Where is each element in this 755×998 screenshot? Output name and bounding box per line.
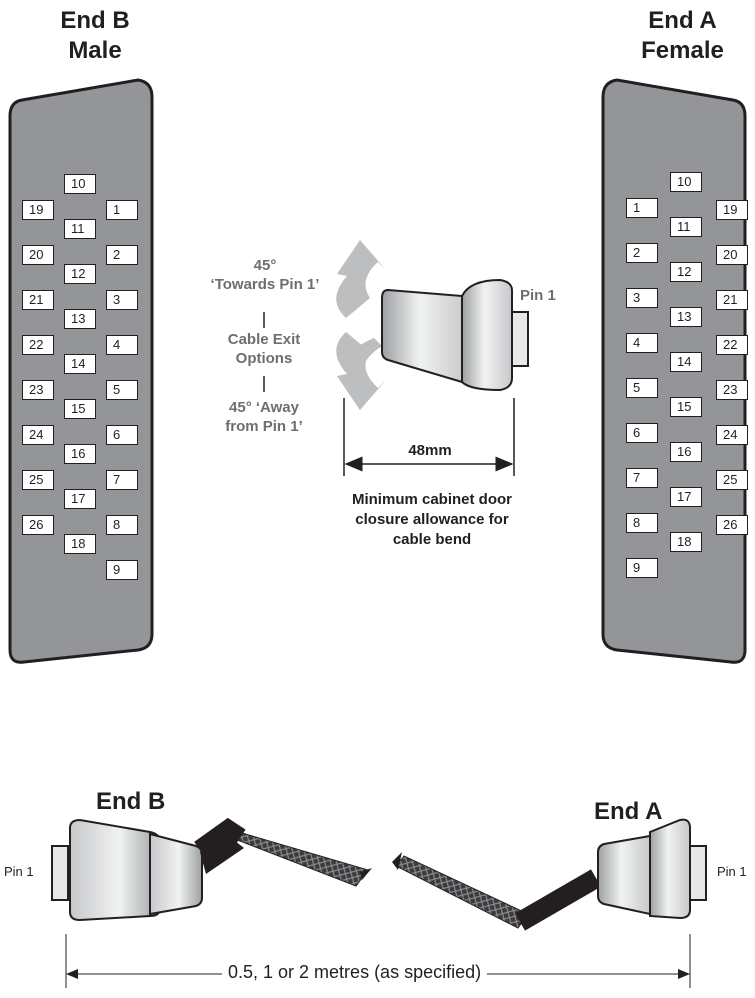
end-b-pin-1: 1 (106, 200, 138, 220)
end-a-title-line1: End A (648, 7, 717, 34)
end-b-pin-11: 11 (64, 219, 96, 239)
end-a-pin-22: 22 (716, 335, 748, 355)
end-b-pin-9: 9 (106, 560, 138, 580)
end-a-pin-13: 13 (670, 307, 702, 327)
end-b-pin-17: 17 (64, 489, 96, 509)
end-a-pin-24: 24 (716, 425, 748, 445)
end-b-title-line2: Male (68, 37, 122, 64)
end-b-pin-16: 16 (64, 444, 96, 464)
away-from-pin1-label: 45° ‘Away from Pin 1’ (200, 398, 328, 436)
cable-end-a-plug (689, 845, 707, 901)
end-b-pin-24: 24 (22, 425, 54, 445)
away-arrow-adjust (337, 338, 382, 410)
end-a-pin-20: 20 (716, 245, 748, 265)
cable-end-a-jacket (514, 869, 602, 931)
end-a-pin-15: 15 (670, 397, 702, 417)
end-b-pin-8: 8 (106, 515, 138, 535)
end-a-pin-23: 23 (716, 380, 748, 400)
cable-exit-options-label: Cable Exit Options (200, 330, 328, 368)
side-connector-plug (511, 311, 529, 367)
end-a-pin-10: 10 (670, 172, 702, 192)
end-a-pin-25: 25 (716, 470, 748, 490)
end-a-title-line2: Female (641, 37, 724, 64)
end-a-pin-21: 21 (716, 290, 748, 310)
end-b-pin-22: 22 (22, 335, 54, 355)
end-a-pin-1: 1 (626, 198, 658, 218)
cable-end-a-braid (395, 855, 529, 929)
end-b-pin-4: 4 (106, 335, 138, 355)
end-a-pin-12: 12 (670, 262, 702, 282)
end-a-pin-5: 5 (626, 378, 658, 398)
cable-exit-line1: Cable Exit (227, 331, 301, 348)
end-a-pin-8: 8 (626, 513, 658, 533)
cable-length-label: 0.5, 1 or 2 metres (as specified) (222, 962, 488, 983)
cable-pin1-right: Pin 1 (717, 864, 747, 879)
end-a-pin-11: 11 (670, 217, 702, 237)
end-b-pin-19: 19 (22, 200, 54, 220)
cable-end-b-plug (51, 845, 69, 901)
end-b-pin-6: 6 (106, 425, 138, 445)
cable-end-a-title: End A (594, 798, 663, 825)
cable-end-a-connector (649, 818, 691, 920)
end-b-title-line1: End B (60, 7, 130, 34)
end-b-pin-5: 5 (106, 380, 138, 400)
end-b-pin-21: 21 (22, 290, 54, 310)
end-a-pin-16: 16 (670, 442, 702, 462)
towards-pin1-label: 45° ‘Towards Pin 1’ (190, 256, 340, 294)
cable-end-b-connector (69, 818, 161, 922)
end-a-pin-6: 6 (626, 423, 658, 443)
towards-text: ‘Towards Pin 1’ (210, 276, 320, 293)
dimension-48mm-label: 48mm (408, 442, 452, 459)
end-a-pin-17: 17 (670, 487, 702, 507)
note-line1: Minimum cabinet door (351, 491, 512, 508)
cable-pin1-left: Pin 1 (4, 864, 34, 879)
end-b-pin-20: 20 (22, 245, 54, 265)
towards-pin1-arrow (336, 240, 386, 318)
end-b-pin-26: 26 (22, 515, 54, 535)
end-b-pin-7: 7 (106, 470, 138, 490)
end-a-title: End A Female (625, 6, 740, 66)
away-line2: from Pin 1’ (225, 418, 303, 435)
end-a-pin-3: 3 (626, 288, 658, 308)
towards-angle: 45° (253, 257, 277, 274)
end-a-pin-26: 26 (716, 515, 748, 535)
end-b-pin-3: 3 (106, 290, 138, 310)
side-pin1-label: Pin 1 (520, 287, 556, 304)
cable-end-b-title: End B (96, 788, 166, 815)
end-b-pin-15: 15 (64, 399, 96, 419)
away-line1: 45° ‘Away (229, 399, 299, 416)
end-b-pin-2: 2 (106, 245, 138, 265)
end-b-pin-12: 12 (64, 264, 96, 284)
end-a-pin-7: 7 (626, 468, 658, 488)
note-line3: cable bend (392, 531, 472, 548)
end-b-pin-23: 23 (22, 380, 54, 400)
end-b-pin-10: 10 (64, 174, 96, 194)
cable-exit-line2: Options (235, 350, 293, 367)
end-b-pin-14: 14 (64, 354, 96, 374)
end-b-pin-13: 13 (64, 309, 96, 329)
end-b-title: End B Male (40, 6, 150, 66)
end-a-pin-4: 4 (626, 333, 658, 353)
side-connector (381, 288, 467, 384)
end-b-pin-18: 18 (64, 534, 96, 554)
end-a-pin-18: 18 (670, 532, 702, 552)
note-line2: closure allowance for (355, 511, 509, 528)
end-a-pin-14: 14 (670, 352, 702, 372)
end-a-pin-9: 9 (626, 558, 658, 578)
end-a-pin-2: 2 (626, 243, 658, 263)
end-a-pin-19: 19 (716, 200, 748, 220)
end-b-pin-25: 25 (22, 470, 54, 490)
cabinet-door-note: Minimum cabinet door closure allowance f… (318, 490, 546, 550)
